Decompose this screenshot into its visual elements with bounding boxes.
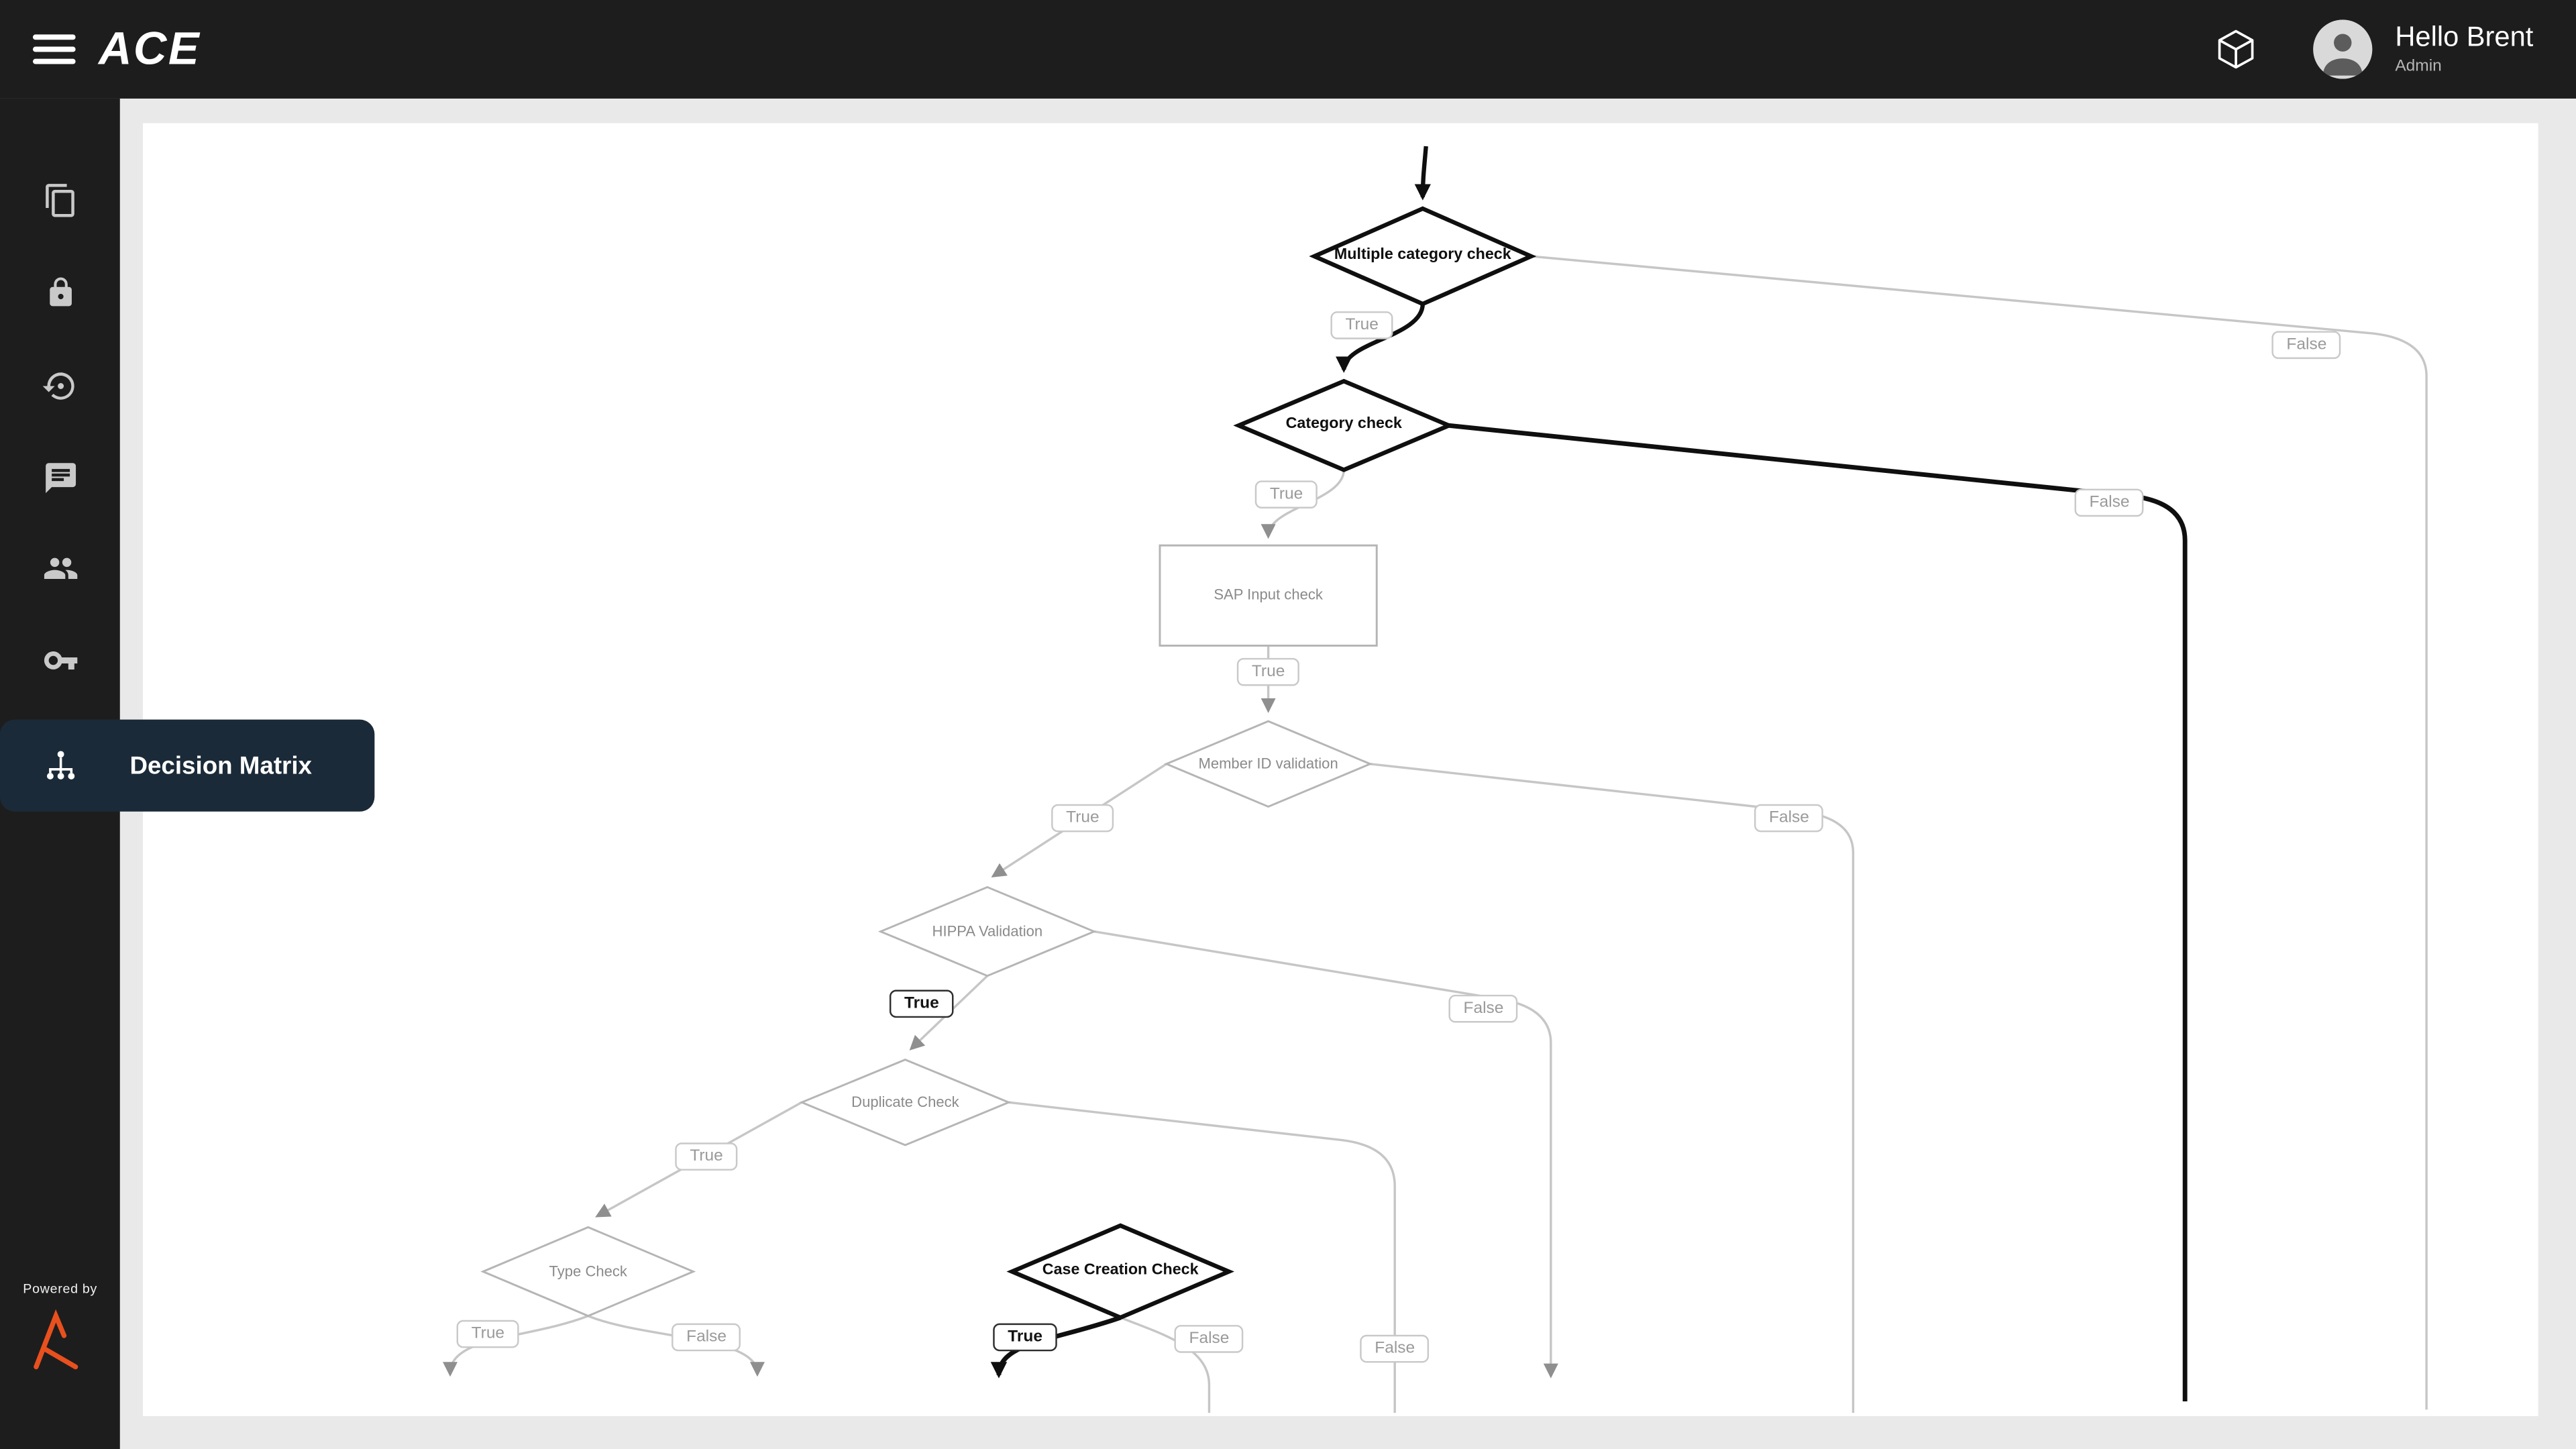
node-shape-sap-input-check[interactable]: [1159, 544, 1378, 647]
node-member-id-validation[interactable]: Member ID validation: [1198, 755, 1338, 772]
edge-label-type-true: True: [456, 1320, 520, 1348]
node-category-check[interactable]: Category check: [1285, 415, 1402, 433]
node-duplicate-check[interactable]: Duplicate Check: [851, 1093, 959, 1111]
powered-by-logo: [30, 1307, 82, 1381]
edge-label-dup-true: True: [675, 1142, 738, 1171]
flowchart-canvas[interactable]: Multiple category check Category check S…: [143, 123, 2538, 1417]
edge-label-case-false: False: [1174, 1325, 1244, 1353]
node-case-creation-check[interactable]: Case Creation Check: [1042, 1260, 1199, 1279]
edge-label-mcc-false: False: [2271, 331, 2342, 360]
menu-icon[interactable]: [32, 33, 76, 66]
node-shape-category-check[interactable]: [1233, 378, 1455, 472]
key-icon[interactable]: [0, 625, 120, 697]
edge-label-sap-true: True: [1236, 657, 1300, 686]
edge-label-mid-true: True: [1051, 804, 1114, 833]
content-area: Multiple category check Category check S…: [119, 98, 2576, 1449]
people-icon[interactable]: [0, 532, 120, 604]
node-shape-multiple-category-check[interactable]: [1309, 206, 1537, 307]
edge-label-cc-false: False: [2074, 488, 2145, 517]
top-bar: ACE Hello Brent Admin: [0, 0, 2576, 99]
user-greeting: Hello Brent: [2395, 21, 2534, 53]
node-type-check[interactable]: Type Check: [549, 1263, 627, 1280]
node-hippa-validation[interactable]: HIPPA Validation: [932, 922, 1043, 940]
windows-icon[interactable]: [0, 164, 120, 237]
sidebar-item-decision-matrix[interactable]: Decision Matrix: [0, 719, 375, 812]
lock-icon[interactable]: [0, 256, 120, 329]
edge-label-cc-true: True: [1254, 480, 1318, 508]
edge-label-type-false: False: [672, 1323, 742, 1352]
sync-icon[interactable]: [0, 350, 120, 423]
edge-label-mid-false: False: [1754, 804, 1824, 833]
node-shape-type-check[interactable]: [480, 1226, 696, 1318]
decision-tree-icon: [0, 747, 120, 784]
chat-icon[interactable]: [0, 442, 120, 515]
node-shape-duplicate-check[interactable]: [799, 1059, 1012, 1146]
edge-label-mcc-true: True: [1330, 311, 1393, 339]
node-sap-input-check[interactable]: SAP Input check: [1214, 586, 1323, 603]
avatar[interactable]: [2312, 19, 2373, 79]
edge-label-hippa-false: False: [1448, 994, 1519, 1023]
edge-label-case-true: True: [993, 1323, 1058, 1352]
edge-label-hippa-true: True: [889, 989, 954, 1018]
node-shape-case-creation-check[interactable]: [1006, 1223, 1234, 1320]
sidebar-item-label: Decision Matrix: [129, 751, 313, 780]
user-block: Hello Brent Admin: [2395, 21, 2534, 76]
node-shape-hippa-validation[interactable]: [877, 885, 1097, 977]
package-icon[interactable]: [2214, 28, 2257, 71]
node-multiple-category-check[interactable]: Multiple category check: [1334, 246, 1511, 264]
app-logo: ACE: [98, 23, 201, 74]
user-role: Admin: [2395, 57, 2442, 76]
node-shape-member-id-validation[interactable]: [1163, 720, 1373, 808]
edge-label-dup-false: False: [1360, 1334, 1430, 1363]
powered-by-label: Powered by: [23, 1281, 98, 1297]
